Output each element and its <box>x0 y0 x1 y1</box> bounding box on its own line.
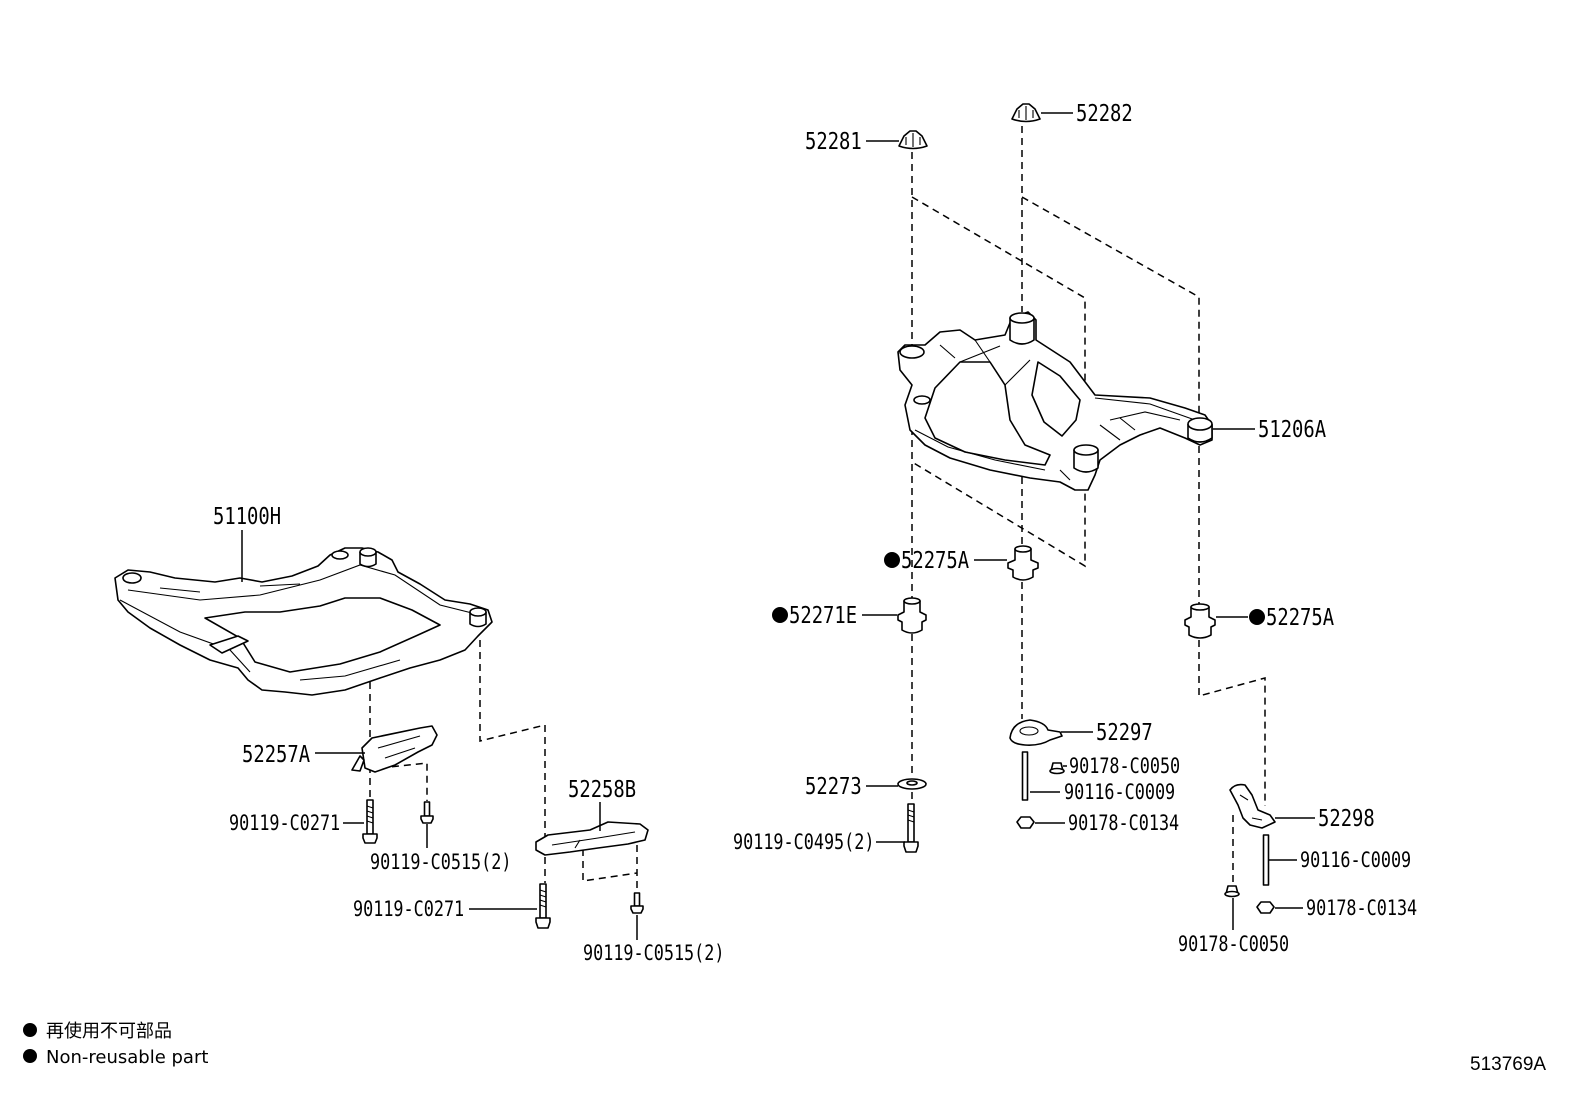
callout-90119-c0495[interactable]: 90119-C0495(2) <box>733 830 874 854</box>
callout-52275a-right[interactable]: 52275A <box>1266 603 1334 630</box>
callout-labels: 52281 52282 51206A 51100H 52275A 52271E … <box>213 99 1417 965</box>
part-bushing-52275a-right <box>1184 603 1216 639</box>
bolt-90119-c0271-front-a <box>362 799 378 844</box>
nut-90178-c0134-right <box>1256 901 1275 914</box>
callout-51206a[interactable]: 51206A <box>1258 415 1326 442</box>
part-upper-stopper-52282 <box>1011 103 1041 123</box>
callout-90119-c0515-a[interactable]: 90119-C0515(2) <box>370 850 511 874</box>
legend-marker <box>23 1049 37 1063</box>
legend: 再使用不可部品 Non-reusable part <box>23 1021 208 1068</box>
part-bushing-52271e <box>897 597 927 634</box>
non-reusable-marker <box>884 552 900 568</box>
part-washer-52273 <box>897 778 927 790</box>
callout-51100h[interactable]: 51100H <box>213 502 281 529</box>
non-reusable-markers <box>772 552 1265 625</box>
part-bracket-52298 <box>1229 783 1276 829</box>
part-stopper-52297 <box>1009 719 1063 746</box>
part-bracket-52258b <box>535 821 649 856</box>
callout-52298[interactable]: 52298 <box>1318 804 1375 831</box>
bolt-90119-c0271-front-b <box>535 883 551 929</box>
callout-90178-c0134-center[interactable]: 90178-C0134 <box>1068 811 1179 835</box>
callout-90178-c0050-center[interactable]: 90178-C0050 <box>1069 754 1180 778</box>
figure-code: 513769A <box>1470 1054 1546 1075</box>
callout-90178-c0050-right[interactable]: 90178-C0050 <box>1178 932 1289 956</box>
bolt-90119-c0515-front-b <box>630 892 644 914</box>
leader-lines <box>241 112 1315 940</box>
non-reusable-marker <box>772 607 788 623</box>
part-bracket-52257a <box>351 725 438 773</box>
part-rear-subframe <box>897 311 1213 491</box>
non-reusable-marker <box>1249 609 1265 625</box>
callout-52273[interactable]: 52273 <box>805 772 862 799</box>
callout-90119-c0515-b[interactable]: 90119-C0515(2) <box>583 941 724 965</box>
nut-90178-c0050-center <box>1049 762 1065 775</box>
legend-marker <box>23 1023 37 1037</box>
nut-90178-c0134-center <box>1016 816 1035 829</box>
callout-90119-c0271-a[interactable]: 90119-C0271 <box>229 811 340 835</box>
legend-item-japanese: 再使用不可部品 <box>46 1021 172 1042</box>
stud-90116-c0009-center <box>1021 751 1029 801</box>
bolt-90119-c0495 <box>903 803 919 853</box>
callout-52281[interactable]: 52281 <box>805 127 862 154</box>
part-front-subframe <box>114 547 493 696</box>
part-bushing-52275a-center <box>1007 545 1039 581</box>
stud-90116-c0009-right <box>1262 834 1270 886</box>
callout-52257a[interactable]: 52257A <box>242 740 310 767</box>
callout-90178-c0134-right[interactable]: 90178-C0134 <box>1306 896 1417 920</box>
callout-52282[interactable]: 52282 <box>1076 99 1133 126</box>
nut-90178-c0050-right <box>1224 885 1240 898</box>
legend-item-english: Non-reusable part <box>46 1047 208 1068</box>
callout-52271e[interactable]: 52271E <box>789 601 857 628</box>
part-upper-stopper-52281 <box>898 130 928 150</box>
callout-90116-c0009-right[interactable]: 90116-C0009 <box>1300 848 1411 872</box>
callout-90116-c0009-center[interactable]: 90116-C0009 <box>1064 780 1175 804</box>
bolt-90119-c0515-front-a <box>420 801 434 824</box>
callout-52275a-center[interactable]: 52275A <box>901 546 969 573</box>
callout-90119-c0271-b[interactable]: 90119-C0271 <box>353 897 464 921</box>
callout-52297[interactable]: 52297 <box>1096 718 1153 745</box>
callout-52258b[interactable]: 52258B <box>568 775 636 802</box>
